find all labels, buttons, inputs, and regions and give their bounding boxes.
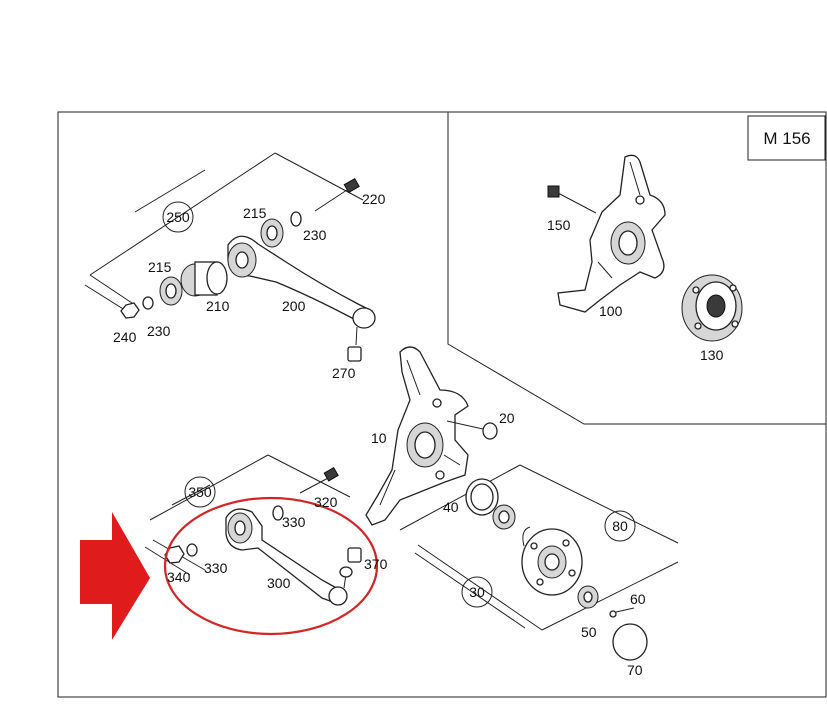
callout-circle	[604, 510, 636, 542]
part-label-320: 320	[314, 494, 338, 510]
washer-icon	[290, 211, 302, 227]
part-label-215: 215	[243, 205, 267, 221]
part-label-270: 270	[332, 365, 356, 381]
part-label-240: 240	[113, 329, 137, 345]
callout-circle	[461, 576, 493, 608]
bolt-icon	[323, 466, 339, 482]
part-label-130: 130	[700, 347, 724, 363]
bolt-icon	[482, 422, 498, 440]
part-label-215: 215	[148, 259, 172, 275]
bolt-icon	[343, 177, 360, 194]
washer-icon	[142, 296, 154, 310]
part-label-220: 220	[362, 191, 386, 207]
part-label-340: 340	[167, 569, 191, 585]
model-box	[747, 115, 826, 161]
upper-arm-group	[84, 152, 376, 362]
washer-icon	[186, 543, 198, 557]
part-label-100: 100	[599, 303, 623, 319]
nut-icon	[120, 302, 140, 319]
washer-icon	[272, 505, 284, 521]
part-label-330: 330	[204, 560, 228, 576]
part-label-70: 70	[627, 662, 643, 678]
part-label-40: 40	[443, 499, 459, 515]
part-label-80: 80	[612, 518, 628, 534]
pin-icon	[609, 610, 617, 618]
part-label-300: 300	[267, 575, 291, 591]
lower-arm-group	[144, 454, 362, 606]
part-label-10: 10	[371, 430, 387, 446]
model-label: M 156	[763, 129, 810, 148]
part-label-30: 30	[469, 584, 485, 600]
part-label-230: 230	[147, 323, 171, 339]
part-label-60: 60	[630, 591, 646, 607]
inset-frame	[447, 112, 826, 425]
inset-parts	[547, 154, 743, 342]
steering-knuckle	[365, 346, 498, 526]
nut-icon	[164, 545, 185, 564]
highlight-circle	[163, 496, 379, 636]
part-label-20: 20	[499, 410, 515, 426]
part-label-330: 330	[282, 514, 306, 530]
nut-icon	[347, 346, 362, 362]
dust-cap-icon	[612, 623, 648, 661]
knuckle-m156	[557, 154, 666, 313]
part-label-50: 50	[581, 624, 597, 640]
outer-frame	[57, 111, 827, 698]
part-label-200: 200	[282, 298, 306, 314]
part-label-250: 250	[166, 209, 190, 225]
nut-icon	[347, 547, 362, 563]
callout-circle	[184, 476, 216, 508]
part-label-370: 370	[364, 556, 388, 572]
part-label-350: 350	[188, 484, 212, 500]
bolt-icon	[547, 185, 560, 198]
pointer-arrow-icon	[80, 512, 150, 640]
part-label-230: 230	[303, 227, 327, 243]
part-label-150: 150	[547, 217, 571, 233]
callout-circle	[162, 201, 194, 233]
part-label-210: 210	[206, 298, 230, 314]
hub-group	[399, 464, 679, 661]
